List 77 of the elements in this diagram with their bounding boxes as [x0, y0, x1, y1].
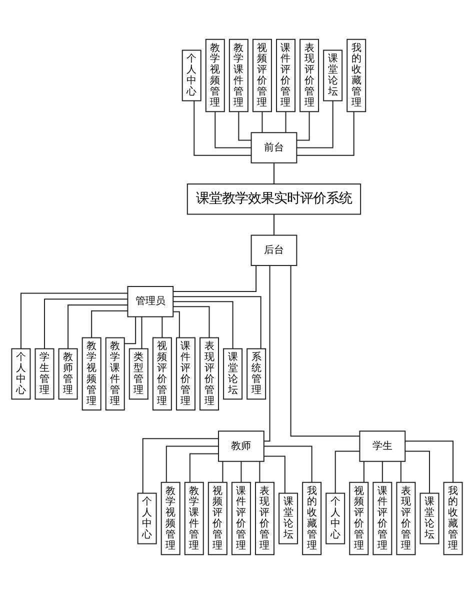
connector — [91, 310, 128, 338]
connector — [296, 112, 310, 141]
connector — [173, 301, 234, 349]
node-box: 课件评价管理 — [176, 337, 196, 411]
node-box: 课堂论坛 — [278, 492, 298, 544]
connector — [363, 462, 364, 482]
node-box: 表现评价管理 — [200, 337, 219, 411]
node-box: 课堂教学效果实时评价系统 — [186, 183, 362, 215]
node-box: 学生管理 — [34, 348, 54, 400]
node-box: 视频评价管理 — [208, 482, 228, 556]
node-box: 表现评价管理 — [255, 482, 274, 556]
node-box: 教师管理 — [58, 348, 78, 400]
node-box: 视频评价管理 — [349, 482, 369, 556]
connector — [296, 100, 334, 148]
node-box: 个人中心 — [137, 492, 157, 544]
node-box: 课堂论坛 — [420, 492, 440, 544]
node-box: 个人中心 — [11, 348, 31, 400]
connector — [173, 266, 257, 292]
node-box: 个人中心 — [326, 492, 346, 544]
node-box: 学生 — [359, 430, 406, 462]
connector — [20, 292, 128, 349]
connector — [264, 446, 312, 482]
connector — [141, 316, 142, 349]
connector — [262, 112, 263, 133]
connector — [259, 462, 260, 482]
node-box: 教师 — [218, 430, 264, 462]
node-box: 我的收藏管理 — [302, 482, 322, 556]
connector — [273, 214, 274, 235]
connector — [166, 446, 218, 482]
node-box: 表现评价管理 — [300, 38, 320, 112]
connector — [222, 462, 224, 482]
connector — [400, 462, 402, 482]
connector — [162, 316, 163, 338]
connector — [285, 112, 286, 133]
connector — [68, 304, 128, 349]
connector — [240, 462, 242, 482]
connector — [264, 266, 270, 442]
node-box: 我的收藏管理 — [346, 38, 366, 112]
connector — [405, 450, 430, 494]
node-box: 教学视频管理 — [82, 337, 102, 411]
node-box: 我的收藏管理 — [443, 482, 463, 556]
node-box: 课堂论坛 — [323, 50, 343, 102]
node-box: 前台 — [250, 132, 298, 164]
node-box: 课件评价管理 — [276, 38, 296, 112]
connector — [264, 456, 286, 494]
connector — [142, 438, 218, 494]
connector — [189, 453, 218, 482]
node-box: 教学课件管理 — [184, 482, 204, 556]
node-box: 管理员 — [127, 286, 174, 318]
node-box: 系统管理 — [246, 348, 266, 400]
node-box: 个人中心 — [182, 50, 202, 102]
connector — [296, 112, 354, 156]
node-box: 教学课件管理 — [228, 38, 248, 112]
connector — [173, 311, 180, 338]
node-box: 课件评价管理 — [231, 482, 251, 556]
connector — [124, 316, 136, 344]
node-box: 视频评价管理 — [252, 38, 272, 112]
connector — [238, 112, 252, 141]
connector — [44, 298, 128, 349]
node-box: 课件评价管理 — [372, 482, 392, 556]
connector — [173, 306, 210, 338]
node-box: 表现评价管理 — [396, 482, 416, 556]
connector — [214, 112, 252, 148]
connector — [334, 450, 360, 494]
connector — [194, 100, 252, 156]
node-box: 类型管理 — [128, 348, 148, 400]
node-box: 教学视频管理 — [160, 482, 180, 556]
connector — [290, 266, 360, 437]
node-box: 教学课件管理 — [105, 337, 125, 411]
node-box: 课堂论坛 — [223, 348, 243, 400]
node-box: 后台 — [250, 234, 298, 266]
node-box: 视频评价管理 — [152, 337, 172, 411]
connector — [382, 462, 383, 482]
connector — [273, 163, 274, 184]
connector — [173, 296, 262, 349]
connector — [405, 440, 454, 482]
node-box: 教学视频管理 — [205, 38, 225, 112]
